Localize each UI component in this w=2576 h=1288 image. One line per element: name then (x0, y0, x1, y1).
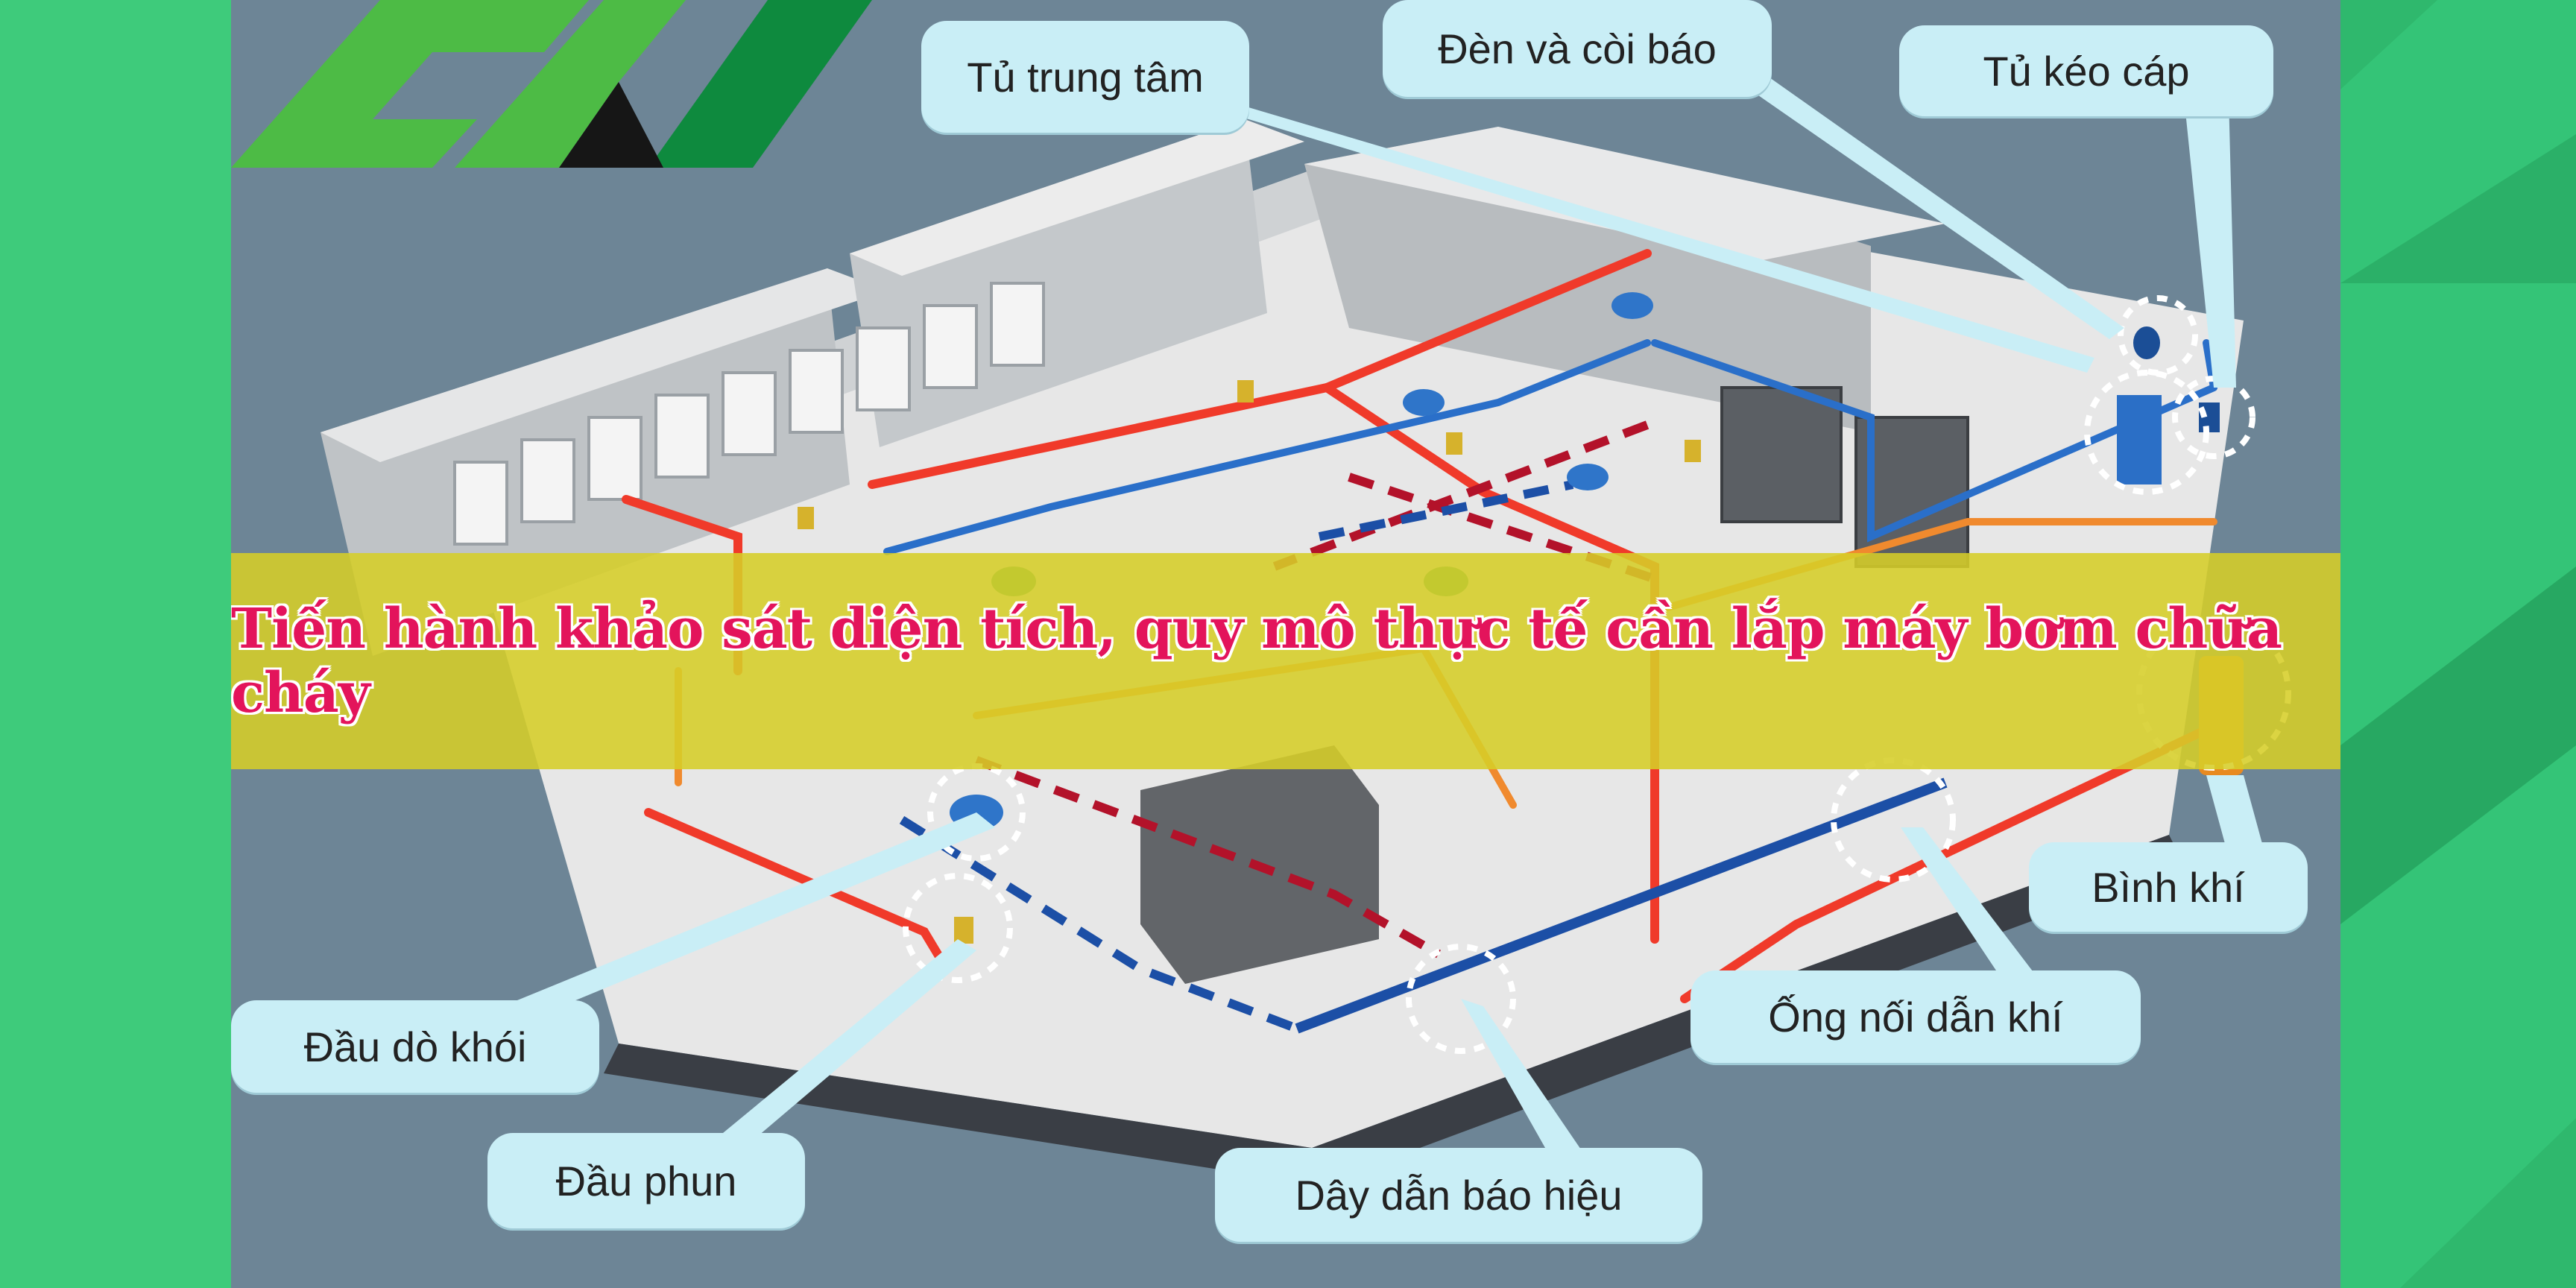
caption-banner: Tiến hành khảo sát diện tích, quy mô thự… (231, 553, 2340, 769)
callout-leaders (484, 60, 2266, 1170)
nozzles (798, 380, 1701, 944)
wall-left-top (321, 268, 887, 462)
fire-system-diagram: Tủ trung tâm Đèn và còi báo Tủ kéo cáp B… (231, 0, 2340, 1288)
server-racks-left (453, 282, 1045, 546)
central-cabinet-label: Tủ trung tâm (921, 21, 1249, 133)
smoke-detector-label: Đầu dò khói (231, 1000, 599, 1093)
nozzle-label: Đầu phun (487, 1133, 805, 1228)
cable-pull-cabinet-label: Tủ kéo cáp (1899, 25, 2273, 116)
right-green-margin (2340, 0, 2576, 1288)
light-siren-label: Đèn và còi báo (1383, 0, 1772, 97)
central-cabinet-device (2117, 395, 2162, 484)
gas-cylinder-label: Bình khí (2029, 842, 2308, 932)
logo-c-shape (231, 0, 589, 168)
banner-title: Tiến hành khảo sát diện tích, quy mô thự… (231, 597, 2282, 725)
left-green-margin (0, 0, 231, 1288)
wall-mid-top (850, 119, 1304, 276)
right-margin-stripes (2340, 0, 2576, 1288)
logo-v-left (455, 0, 686, 168)
light-siren-device (2133, 326, 2160, 359)
cv-logo (231, 0, 872, 168)
blue-floor-line (1295, 777, 1948, 1034)
gas-pipe-label: Ống nối dẫn khí (1690, 970, 2141, 1063)
dashed-blue-lines (899, 480, 1574, 1033)
signal-wire-label: Dây dẫn báo hiệu (1215, 1148, 1702, 1242)
logo-v-center (559, 82, 663, 168)
logo-v-right (648, 0, 872, 168)
wall-right-top (1304, 127, 1945, 261)
server-racks-right (1720, 386, 1969, 568)
building-illustration (321, 60, 2291, 1185)
